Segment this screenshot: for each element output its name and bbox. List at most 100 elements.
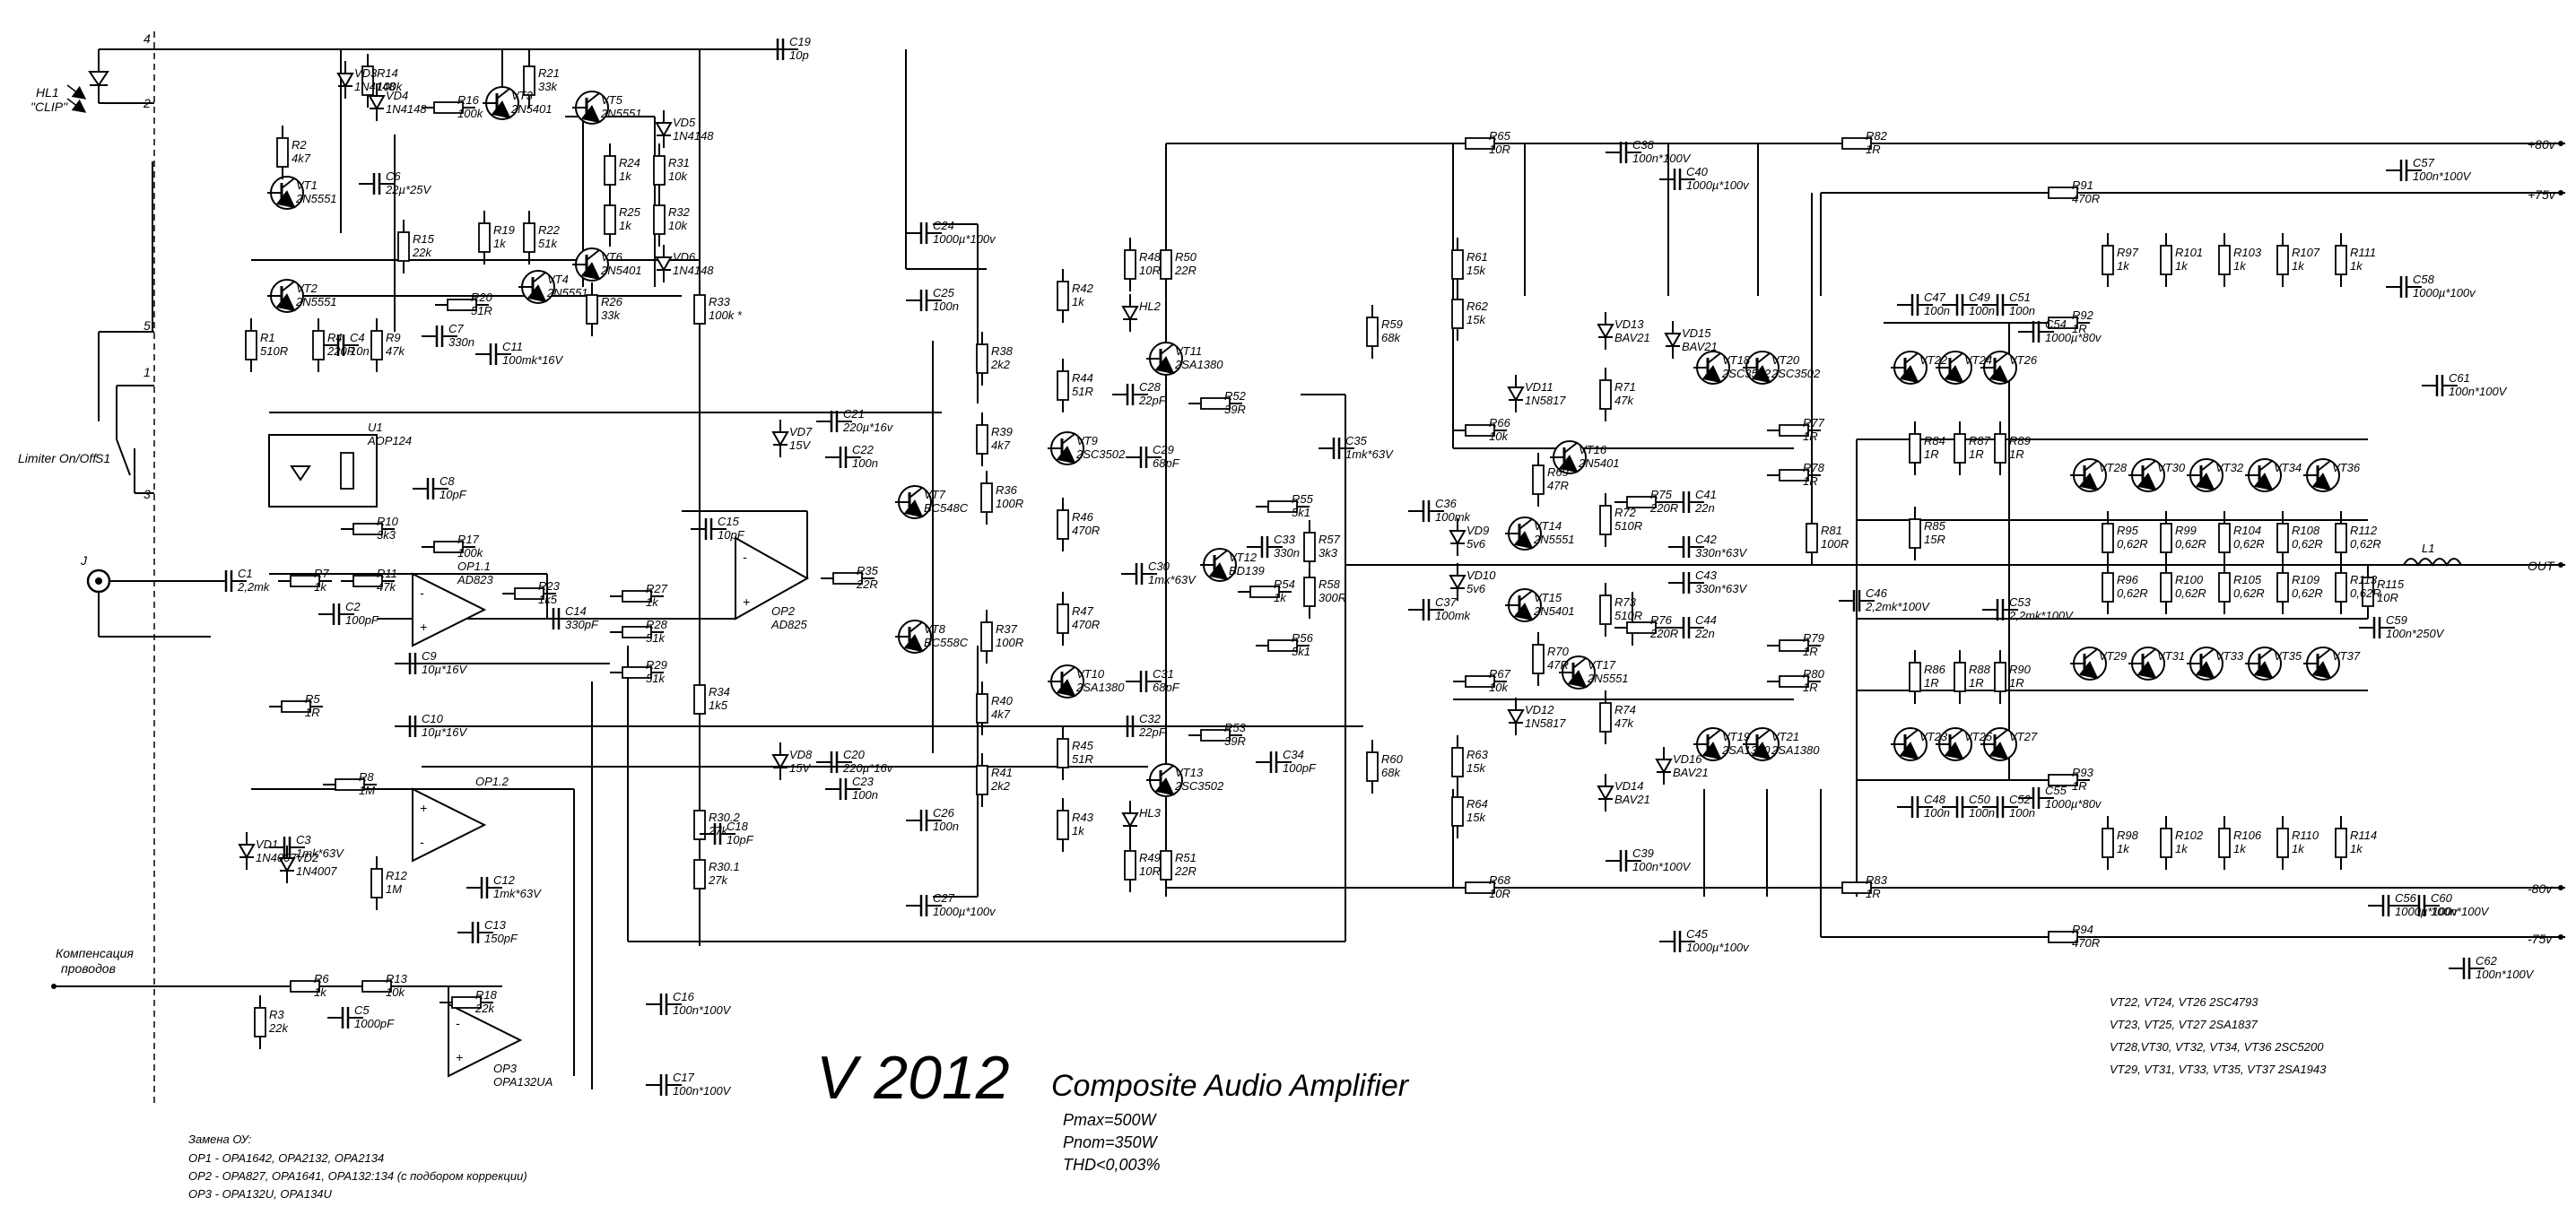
label-vt13-name: VT13	[1175, 766, 1204, 779]
input-jack[interactable]	[86, 568, 215, 638]
label-r95-name: R95	[2117, 524, 2139, 537]
label-c20-name: C20	[843, 748, 866, 761]
label-r42-name: R42	[1072, 282, 1094, 295]
title-main: V 2012	[816, 1044, 1010, 1112]
label-c60-name: C60	[2431, 891, 2453, 905]
label-r100-name: R100	[2175, 573, 2204, 586]
transistor-vt35	[2245, 647, 2282, 681]
label-vt12-value: BD139	[1229, 564, 1265, 577]
label-r83-value: 1R	[1866, 887, 1881, 900]
label-c14-name: C14	[565, 604, 587, 618]
label-r105-value: 0,62R	[2233, 586, 2265, 600]
limiter-label[interactable]: Limiter On/Off	[18, 451, 98, 465]
label-r26-value: 33k	[601, 308, 621, 322]
label-r80-name: R80	[1803, 667, 1825, 681]
resistor-r97	[2102, 245, 2114, 275]
capacitor-c45	[1659, 931, 1695, 952]
label-r57-name: R57	[1318, 533, 1341, 546]
resistor-r19	[478, 222, 491, 253]
label-c57-name: C57	[2413, 156, 2435, 169]
label-r32-name: R32	[668, 205, 691, 219]
label-c5-value: 1000pF	[354, 1017, 395, 1030]
label-c23-value: 100n	[852, 788, 878, 802]
label-c58-name: C58	[2413, 273, 2435, 286]
capacitor-c29	[1126, 447, 1162, 468]
label-c47-value: 100n	[1924, 304, 1950, 317]
label-r33-value: 100k *	[709, 308, 743, 322]
label-c45-value: 1000µ*100v	[1686, 941, 1750, 954]
resistor-r89	[1994, 433, 2006, 464]
resistor-r39	[976, 424, 988, 455]
label-c46-value: 2,2mk*100V	[1865, 600, 1930, 613]
label-r43-name: R43	[1072, 811, 1094, 824]
capacitor-c60	[2404, 895, 2440, 916]
label-r111-value: 1k	[2350, 259, 2363, 273]
label-c1-value: 2,2mk	[237, 580, 271, 594]
resistor-r74	[1599, 702, 1612, 733]
label-r5-name: R5	[305, 692, 320, 706]
rail-minus-75v: -75v	[2528, 932, 2553, 946]
label-vt17-value: 2N5551	[1587, 672, 1629, 685]
resistor-r49	[1124, 850, 1136, 881]
label-c29-name: C29	[1153, 443, 1174, 456]
label-vt7-name: VT7	[924, 488, 946, 501]
label-vt9-value: 2SC3502	[1075, 447, 1126, 461]
label-c15-name: C15	[718, 515, 740, 528]
resistor-r88	[1954, 662, 1966, 692]
label-vt24-name: VT24	[1964, 353, 1992, 367]
capacitor-c12	[466, 877, 502, 898]
label-c38-value: 100n*100V	[1632, 152, 1692, 165]
diode-vd14	[1597, 774, 1614, 811]
label-c61-value: 100n*100V	[2449, 385, 2508, 398]
label-r44-name: R44	[1072, 371, 1093, 385]
label-vd15-name: VD15	[1682, 326, 1711, 340]
label-r29-name: R29	[646, 658, 667, 672]
label-vt37-name: VT37	[2332, 649, 2361, 663]
label-r103-name: R103	[2233, 246, 2262, 259]
capacitors	[211, 39, 2485, 1096]
capacitor-c50	[1942, 796, 1978, 818]
pin-5: 5	[144, 318, 151, 333]
label-c21-name: C21	[843, 407, 865, 421]
label-r53-value: 39R	[1224, 734, 1246, 748]
label-c56-value: 1000µ*100v	[2395, 905, 2459, 918]
capacitor-c57	[2386, 160, 2422, 181]
diode-hl2	[1121, 294, 1139, 332]
label-vt23-name: VT23	[1919, 730, 1948, 743]
spec-pmax: Pmax=500W	[1063, 1111, 1158, 1129]
label-vt15-name: VT15	[1534, 591, 1562, 604]
capacitor-c15	[691, 518, 727, 540]
label-r15-name: R15	[413, 232, 435, 246]
label-vd4-value: 1N4148	[386, 102, 427, 116]
label-r40-value: 4k7	[991, 707, 1011, 721]
label-vt19-value: 2SA1380	[1721, 743, 1771, 757]
label-vd1-name: VD1	[256, 837, 278, 851]
diode-vd11	[1507, 375, 1525, 412]
label-hl2-name: HL2	[1139, 299, 1162, 313]
capacitor-c13	[457, 922, 493, 943]
label-op1-1-name: OP1.1	[457, 560, 491, 573]
label-vt26-name: VT26	[2009, 353, 2038, 367]
limiter-switch-s1	[98, 331, 154, 494]
label-c61-name: C61	[2449, 371, 2470, 385]
label-c26-name: C26	[933, 806, 955, 820]
diode-vd5	[655, 110, 673, 148]
label-r62-name: R62	[1466, 299, 1489, 313]
label-c41-name: C41	[1695, 488, 1717, 501]
transistor-vt31	[2128, 647, 2165, 681]
title-subtitle: Composite Audio Amplifier	[1051, 1069, 1410, 1103]
label-vd10-name: VD10	[1466, 568, 1496, 582]
label-vd12-name: VD12	[1525, 703, 1554, 716]
resistor-r102	[2160, 828, 2172, 858]
label-vd7-name: VD7	[789, 425, 813, 438]
label-r27-value: 1k	[646, 595, 659, 609]
label-vt28-name: VT28	[2099, 461, 2128, 474]
resistor-r107	[2276, 245, 2289, 275]
resistor-r101	[2160, 245, 2172, 275]
capacitor-c24	[906, 222, 942, 244]
resistor-r30-2	[693, 810, 706, 840]
label-r102-name: R102	[2175, 829, 2204, 842]
label-r3-value: 22k	[268, 1021, 289, 1035]
svg-text:+: +	[420, 620, 427, 634]
diode-vd9	[1449, 518, 1466, 556]
